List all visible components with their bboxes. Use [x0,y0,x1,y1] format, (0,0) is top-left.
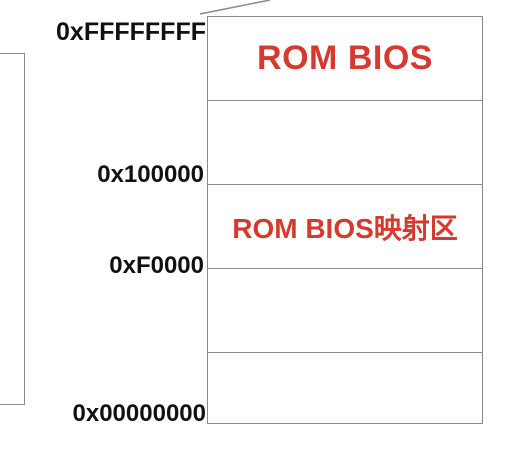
address-label-top: 0xFFFFFFFF [56,18,206,46]
adjacent-panel [0,53,25,405]
region-rom-bios-shadow-label: ROM BIOS映射区 [232,212,458,244]
region-rom-bios-label: ROM BIOS [257,39,433,77]
address-label-zero: 0x00000000 [72,400,206,427]
region-empty-upper [208,101,482,185]
address-label-f0000: 0xF0000 [109,252,204,279]
region-empty-middle [208,269,482,353]
address-label-1mb: 0x100000 [97,161,204,188]
connector-line [199,0,271,15]
region-rom-bios: ROM BIOS [208,17,482,101]
region-empty-low [208,353,482,424]
region-rom-bios-shadow: ROM BIOS映射区 [208,185,482,269]
memory-map-column: ROM BIOS ROM BIOS映射区 [207,16,483,424]
